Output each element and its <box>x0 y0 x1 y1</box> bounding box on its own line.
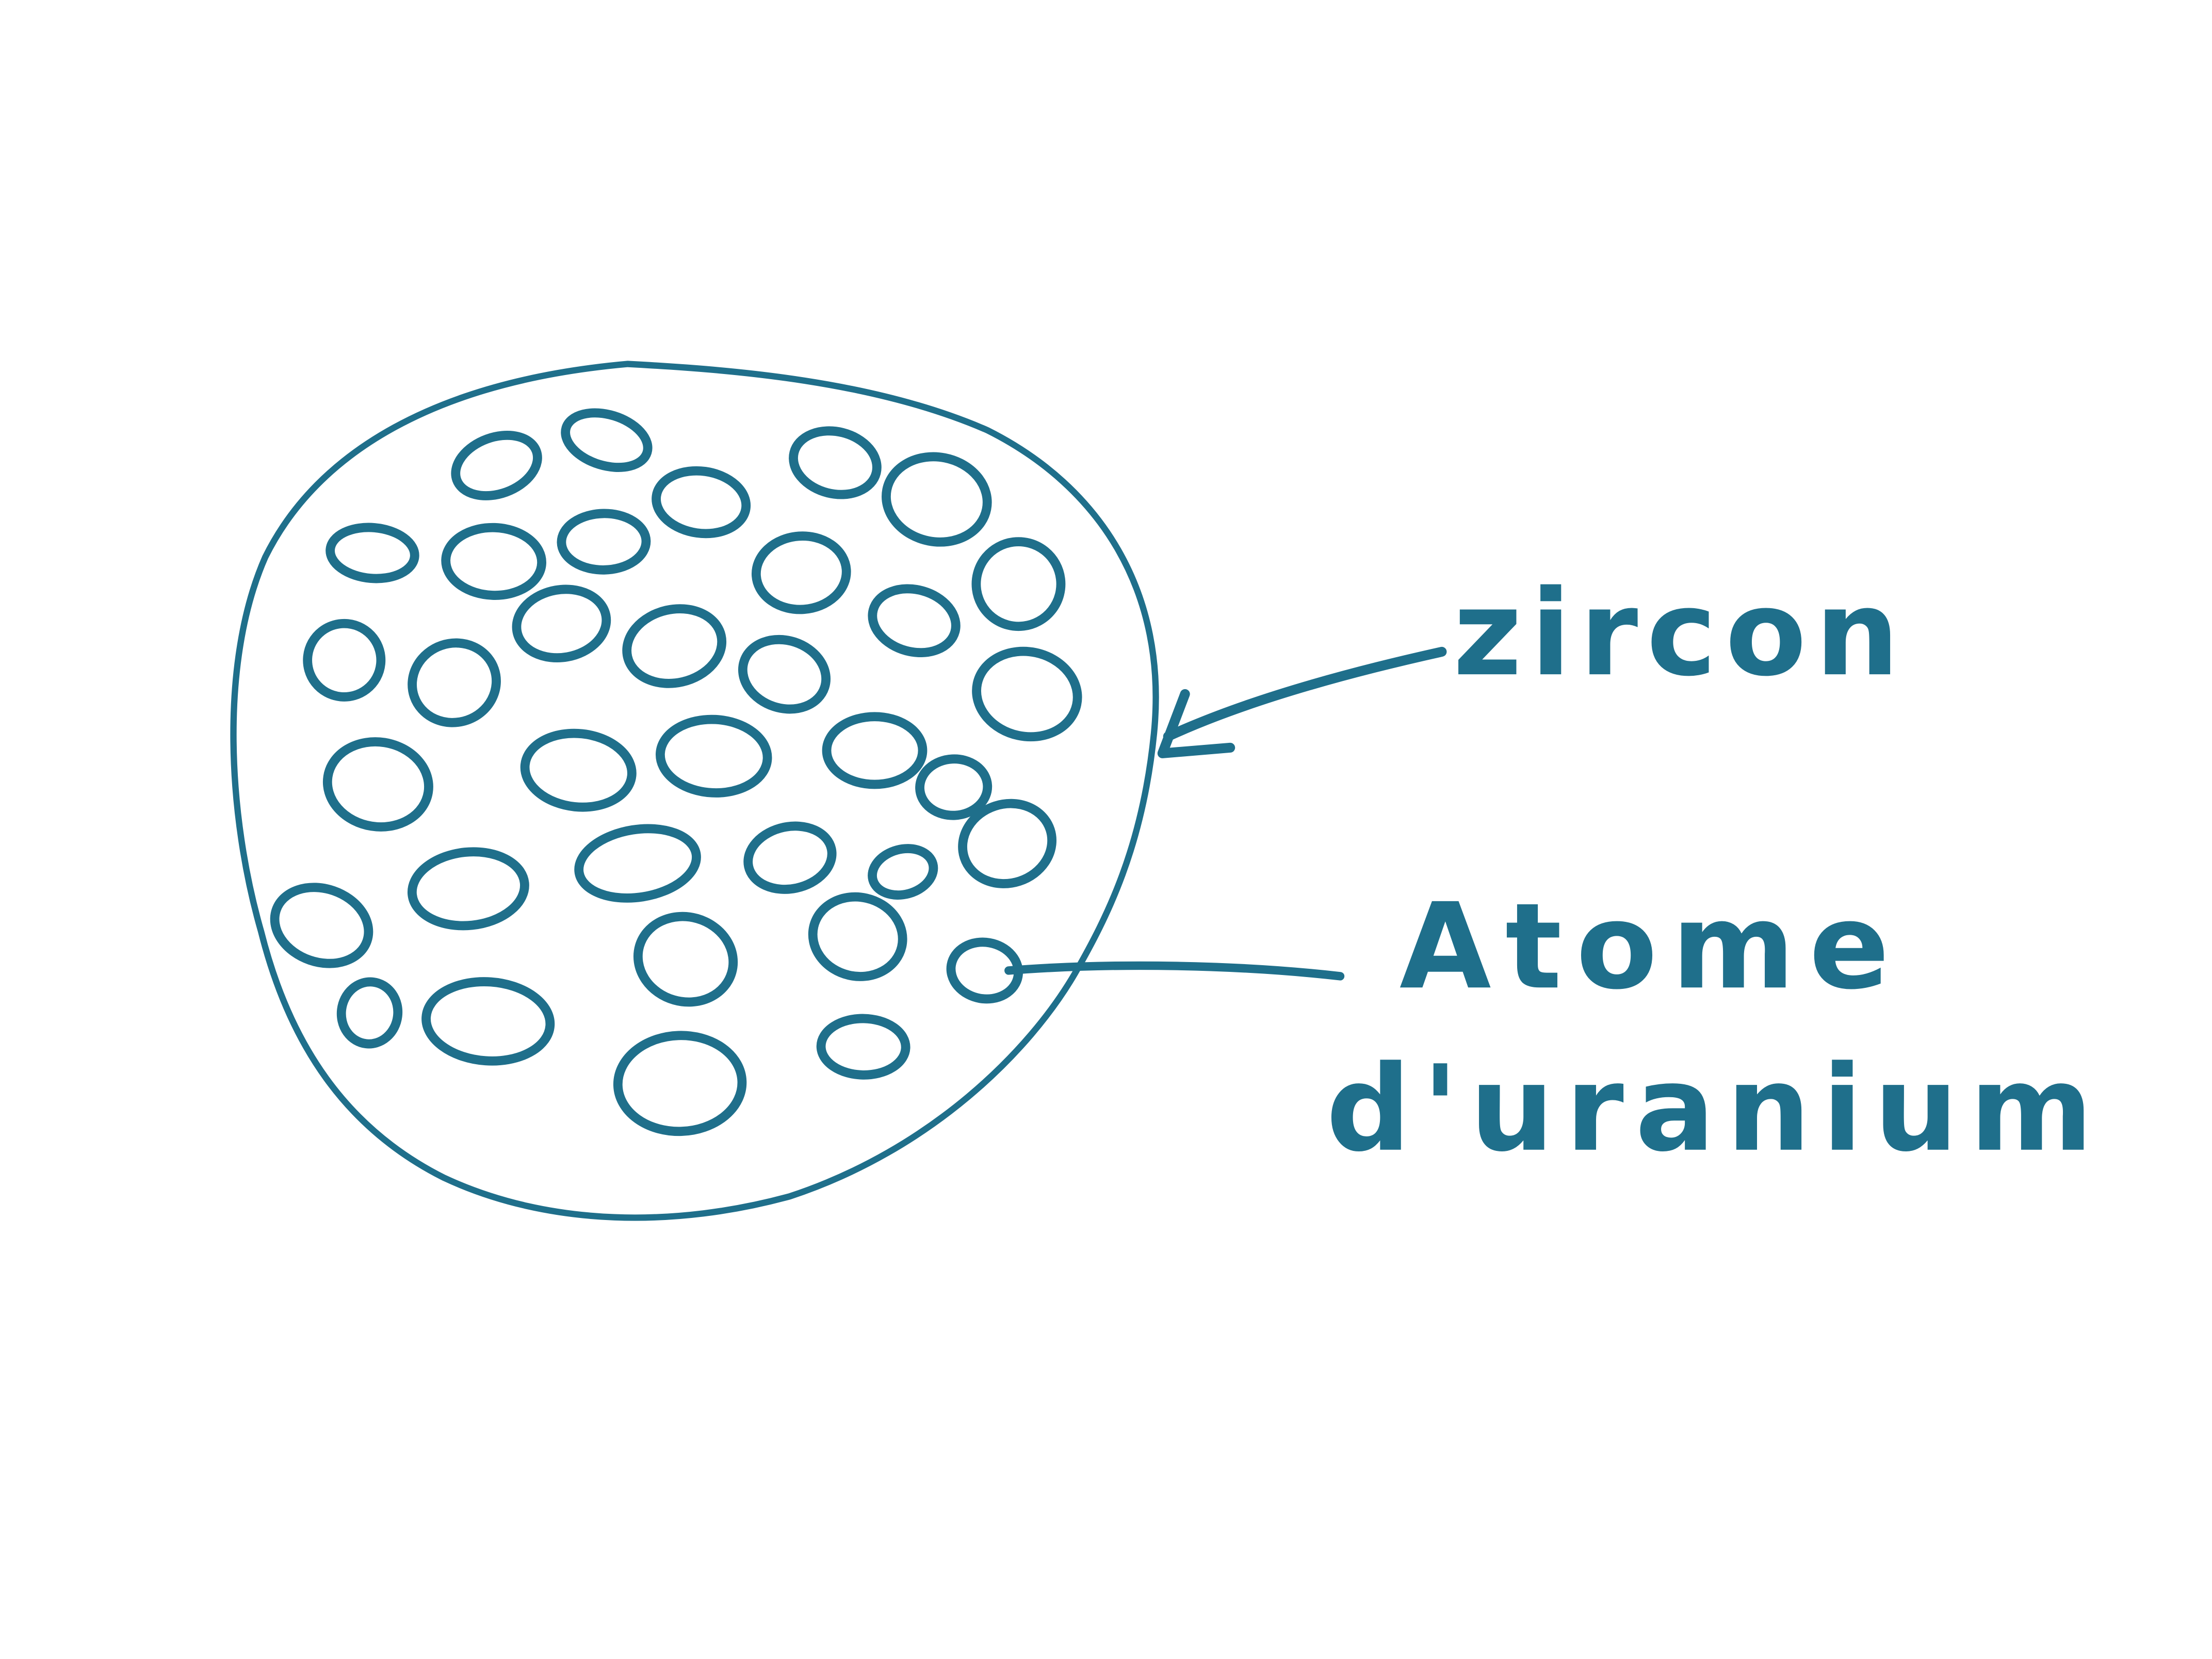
atom-circle <box>808 892 907 981</box>
atom-circle <box>816 1014 910 1080</box>
atom-circle <box>868 584 961 658</box>
atom-circle <box>652 466 751 539</box>
atom-circle <box>408 638 501 727</box>
uranium-atom-label-line2: d'uranium <box>1326 1040 2105 1178</box>
atom-circle <box>326 523 419 583</box>
atom-circle <box>946 937 1023 1004</box>
atom-circle <box>441 523 546 600</box>
atom-circle <box>622 604 727 688</box>
atom-circle <box>972 646 1082 742</box>
atom-circle <box>561 408 653 472</box>
atom-circle <box>958 799 1056 888</box>
atoms-group <box>270 408 1082 1136</box>
atom-circle <box>822 712 928 789</box>
zircon-arrow-line <box>1163 646 1447 742</box>
atom-circle <box>520 728 637 812</box>
uranium-pointer-line <box>1004 961 1345 981</box>
atom-circle <box>789 426 882 499</box>
atom-circle <box>751 531 851 614</box>
atom-circle <box>336 977 403 1049</box>
atom-circle <box>574 824 701 903</box>
atom-circle <box>303 619 386 702</box>
atom-circle <box>738 635 831 714</box>
atom-circle <box>322 737 433 832</box>
atom-circle <box>512 584 611 663</box>
atom-circle <box>633 912 738 1007</box>
zircon-crystal-outline <box>230 361 1159 1221</box>
atom-circle <box>915 754 993 820</box>
atom-circle <box>270 883 373 968</box>
zircon-arrowhead <box>1157 689 1235 758</box>
uranium-atom-label-line1: Atome <box>1400 878 1904 1016</box>
atom-circle <box>421 977 555 1066</box>
atom-circle <box>971 537 1066 631</box>
atom-circle <box>882 452 992 547</box>
atom-circle <box>656 714 772 798</box>
atom-circle <box>557 509 651 575</box>
atom-circle <box>743 821 837 894</box>
atom-circle <box>613 1031 747 1136</box>
zircon-label: zircon <box>1453 565 1908 703</box>
atom-circle <box>451 431 542 500</box>
atom-circle <box>868 844 938 900</box>
atom-circle <box>407 847 529 931</box>
